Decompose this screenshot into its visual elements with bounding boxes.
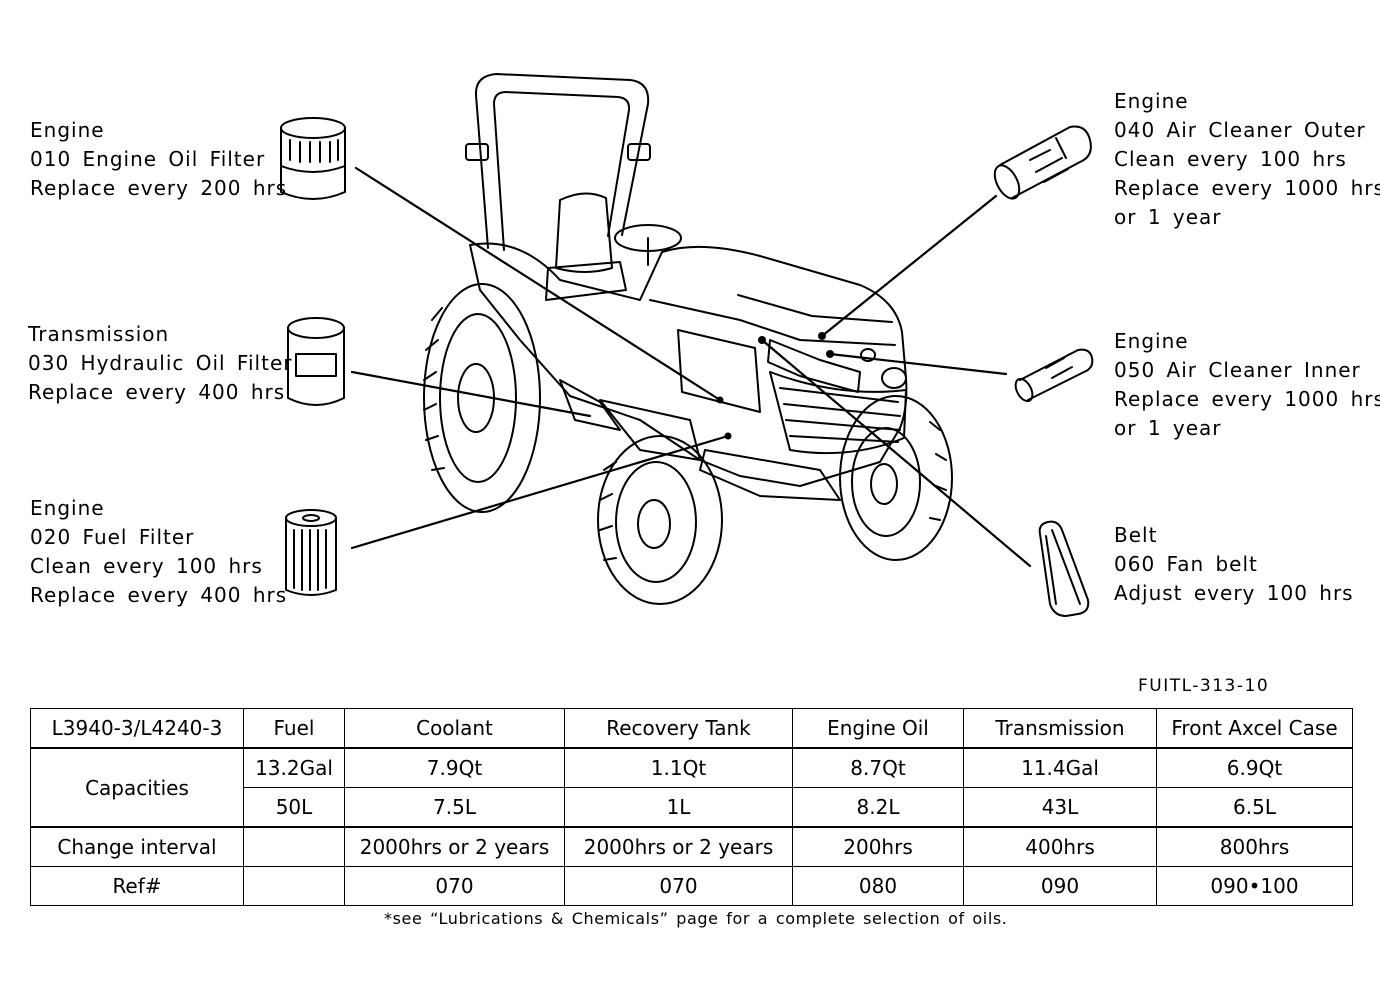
callout-line: Transmission (28, 322, 170, 346)
callout-line: Replace every 1000 hrs (1114, 176, 1380, 200)
column-header: Recovery Tank (564, 708, 793, 749)
callout-line: Engine (1114, 329, 1189, 353)
column-header: Fuel (243, 708, 345, 749)
oil-filter-010-thumbnail (280, 117, 346, 200)
rear-wheel-right (597, 435, 723, 605)
column-header: Transmission (963, 708, 1157, 749)
table-header-row: L3940-3/L4240-3 Fuel Coolant Recovery Ta… (30, 708, 1353, 749)
rops-frame (465, 73, 651, 251)
table-cell: 6.5L (1156, 787, 1353, 828)
table-cell: 7.9Qt (344, 747, 565, 788)
table-cell: 6.9Qt (1156, 747, 1353, 788)
callout-fan-belt: Belt 060 Fan belt Adjust every 100 hrs (1114, 521, 1354, 608)
row-label: Capacities (30, 747, 244, 828)
table-row: Change interval 2000hrs or 2 years 2000h… (30, 826, 1353, 867)
table-cell: 13.2Gal (243, 747, 345, 788)
callout-air-cleaner-inner: Engine 050 Air Cleaner Inner Replace eve… (1114, 327, 1380, 443)
table-cell: 1.1Qt (564, 747, 793, 788)
table-cell: 7.5L (344, 787, 565, 828)
table-cell: 090 (963, 866, 1157, 906)
table-cell: 8.7Qt (792, 747, 964, 788)
table-cell: 070 (344, 866, 565, 906)
column-header: Engine Oil (792, 708, 964, 749)
air-cleaner-inner-050-thumbnail (1014, 348, 1094, 403)
callout-line: 020 Fuel Filter (30, 525, 195, 549)
fuel-filter-020-thumbnail (285, 509, 337, 596)
callout-line: Replace every 400 hrs (28, 380, 286, 404)
callout-line: 050 Air Cleaner Inner (1114, 358, 1361, 382)
row-label: Ref# (30, 866, 244, 906)
tractor-diagram (280, 73, 1094, 617)
table-cell: 400hrs (963, 826, 1157, 867)
callout-line: 040 Air Cleaner Outer (1114, 118, 1366, 142)
callout-line: Replace every 400 hrs (30, 583, 288, 607)
callout-line: Belt (1114, 523, 1158, 547)
front-wheel-right (839, 395, 953, 561)
table-row: Capacities 13.2Gal 7.9Qt 1.1Qt 8.7Qt 11.… (30, 747, 1353, 828)
callout-line: Adjust every 100 hrs (1114, 581, 1354, 605)
table-cell: 11.4Gal (963, 747, 1157, 788)
table-cell: 2000hrs or 2 years (564, 826, 793, 867)
leader-lines (350, 166, 1032, 568)
callout-line: 060 Fan belt (1114, 552, 1258, 576)
table-cell: 200hrs (792, 826, 964, 867)
model-cell: L3940-3/L4240-3 (30, 708, 244, 749)
callout-line: Engine (30, 118, 105, 142)
table-cell: 1L (564, 787, 793, 828)
rear-wheel-left (423, 283, 541, 513)
callout-line: 030 Hydraulic Oil Filter (28, 351, 293, 375)
callout-line: Replace every 1000 hrs (1114, 387, 1380, 411)
callout-line: 010 Engine Oil Filter (30, 147, 266, 171)
table-cell: 50L (243, 787, 345, 828)
callout-line: Engine (1114, 89, 1189, 113)
seat (545, 192, 627, 301)
tractor-body (469, 242, 908, 501)
row-label: Change interval (30, 826, 244, 867)
leader-dots (716, 332, 834, 440)
callout-line: Clean every 100 hrs (30, 554, 263, 578)
steering-wheel (614, 224, 682, 266)
table-cell (243, 866, 345, 906)
table-cell: 43L (963, 787, 1157, 828)
table-cell: 090•100 (1156, 866, 1353, 906)
table-cell: 8.2L (792, 787, 964, 828)
callout-line: Engine (30, 496, 105, 520)
callout-line: or 1 year (1114, 205, 1222, 229)
table-cell: 080 (792, 866, 964, 906)
table-row: 50L 7.5L 1L 8.2L 43L 6.5L (31, 787, 1353, 828)
callout-line: or 1 year (1114, 416, 1222, 440)
table-cell: 070 (564, 866, 793, 906)
hydraulic-filter-030-thumbnail (287, 317, 345, 406)
callout-line: Clean every 100 hrs (1114, 147, 1347, 171)
table-row: Ref# 070 070 080 090 090•100 (30, 866, 1353, 906)
callout-hydraulic-oil-filter: Transmission 030 Hydraulic Oil Filter Re… (28, 320, 292, 407)
callout-fuel-filter: Engine 020 Fuel Filter Clean every 100 h… (30, 494, 287, 610)
footnote: *see “Lubrications & Chemicals” page for… (384, 909, 1008, 928)
capacities-table: L3940-3/L4240-3 Fuel Coolant Recovery Ta… (30, 708, 1353, 906)
callout-engine-oil-filter: Engine 010 Engine Oil Filter Replace eve… (30, 116, 287, 203)
column-header: Coolant (344, 708, 565, 749)
fan-belt-060-thumbnail (1038, 520, 1090, 617)
column-header: Front Axcel Case (1156, 708, 1353, 749)
air-cleaner-outer-040-thumbnail (993, 125, 1092, 200)
callout-line: Replace every 200 hrs (30, 176, 288, 200)
callout-air-cleaner-outer: Engine 040 Air Cleaner Outer Clean every… (1114, 87, 1380, 232)
table-cell (243, 826, 345, 867)
table-cell: 2000hrs or 2 years (344, 826, 565, 867)
figure-code: FUITL-313-10 (1138, 676, 1270, 696)
table-cell: 800hrs (1156, 826, 1353, 867)
